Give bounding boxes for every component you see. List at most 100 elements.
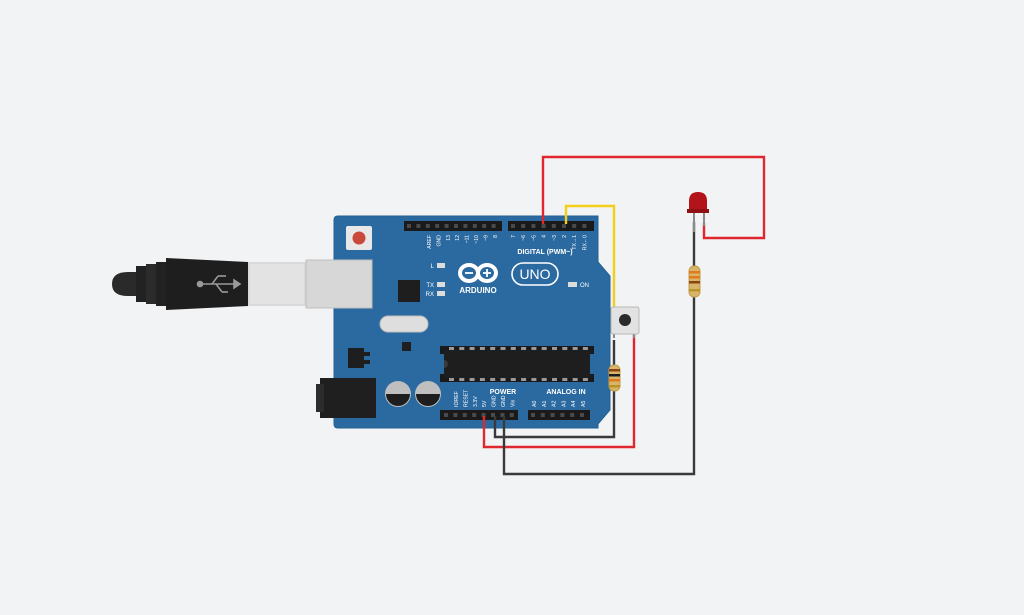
power-pin-hole[interactable] [472,413,477,417]
power-pin-label: GND [501,395,507,407]
chip-pin [582,347,588,351]
chip-pin [552,347,557,351]
power-pin-hole[interactable] [453,413,458,417]
analog-pin-label: A5 [581,401,587,407]
analog-pin-hole[interactable] [550,413,555,417]
usb-port [305,259,373,309]
resistor-band [689,281,700,284]
reset-button-cap [352,231,366,245]
power-pin-label: 5V [482,400,488,407]
resistor-band [689,276,700,279]
usb-strain-relief-3 [156,262,166,306]
power-pin-hole[interactable] [491,413,495,417]
led-rim [687,209,709,213]
analog-pin-hole[interactable] [540,413,545,417]
usb-strain-relief-2 [146,264,156,304]
power-pin-hole[interactable] [444,413,448,417]
chip-pin [510,347,516,351]
arduino-logo-symbols-icon [465,269,491,277]
wire-red-pin5-led[interactable] [541,155,766,240]
digital-pin-hole[interactable] [472,224,477,228]
resistor-band [609,379,620,382]
digital-pin-hole[interactable] [582,224,587,228]
digital-pin-label: RX←0 [582,235,588,250]
analog-pin-hole[interactable] [570,413,575,417]
wire-black-gnd-led[interactable] [502,222,696,476]
led-rx-label: RX [426,292,434,298]
digital-pin-hole[interactable] [482,224,487,228]
digital-pin-hole[interactable] [562,224,566,228]
chip-pin [500,377,506,381]
digital-pin-label: ~11 [465,235,471,244]
chip-pin [479,347,485,351]
led-l [437,263,445,268]
analog-pin-label: A3 [561,401,567,407]
power-pin-hole[interactable] [500,413,505,417]
usb-strain-relief-1 [136,266,146,302]
usb-cable[interactable] [112,258,306,310]
digital-pin-hole[interactable] [407,224,411,228]
analog-pin-hole[interactable] [560,413,565,417]
digital-pin-hole[interactable] [511,224,515,228]
power-pin-label: Vin [510,399,516,407]
red-led[interactable] [687,192,709,232]
digital-pin-hole[interactable] [454,224,458,228]
resistor-band [689,271,700,274]
digital-pin-hole[interactable] [444,224,449,228]
digital-pin-label: 2 [562,235,568,238]
chip-pin [500,347,506,351]
digital-header-left [404,221,502,231]
chip-pin [521,377,527,381]
chip-pin [479,377,485,381]
power-pin-hole[interactable] [481,413,486,417]
analog-header [528,410,590,420]
chip-pin [582,377,588,381]
resistor-led[interactable] [688,265,701,298]
analog-pin-label: A1 [542,401,548,407]
usb-symbol-icon [196,275,242,293]
digital-pin-hole[interactable] [541,224,546,228]
digital-pin-hole[interactable] [416,224,421,228]
led-on [568,282,577,287]
power-pin-label: RESET [463,389,469,407]
power-pin-label: GND [492,395,498,407]
power-pin-hole[interactable] [509,413,514,417]
power-pin-hole[interactable] [462,413,467,417]
resistor-pulldown[interactable] [608,364,621,392]
digital-pin-label: 8 [493,235,499,238]
model-badge [511,262,559,286]
digital-pin-label: GND [436,235,442,247]
resistor-band [609,369,620,372]
digital-pin-hole[interactable] [531,224,536,228]
analog-pin-label: A0 [532,401,538,407]
led-body [689,192,707,212]
digital-pin-hole[interactable] [435,224,440,228]
digital-pin-hole[interactable] [521,224,526,228]
digital-pin-hole[interactable] [491,224,496,228]
regulator-pin [364,352,370,356]
digital-pin-label: 7 [511,235,517,238]
digital-header-right [508,221,594,231]
digital-label: DIGITAL (PWM~) [517,249,572,256]
chip-pin [541,347,547,351]
digital-pin-label: ~5 [531,235,537,241]
analog-label: ANALOG IN [546,389,585,396]
atmega-microcontroller [440,346,594,382]
analog-pin-hole[interactable] [580,413,584,417]
analog-pin-hole[interactable] [531,413,535,417]
pushbutton[interactable] [610,306,640,338]
chip-pin [469,347,475,351]
wire-red-5v-button[interactable] [482,318,636,449]
digital-pin-hole[interactable] [425,224,430,228]
digital-pin-hole[interactable] [551,224,556,228]
digital-pin-hole[interactable] [572,224,577,228]
bottom-pin-holes [444,413,584,417]
digital-pin-hole[interactable] [463,224,468,228]
wire-yellow-pin2-button[interactable] [564,204,616,318]
chip-pin [562,347,568,351]
